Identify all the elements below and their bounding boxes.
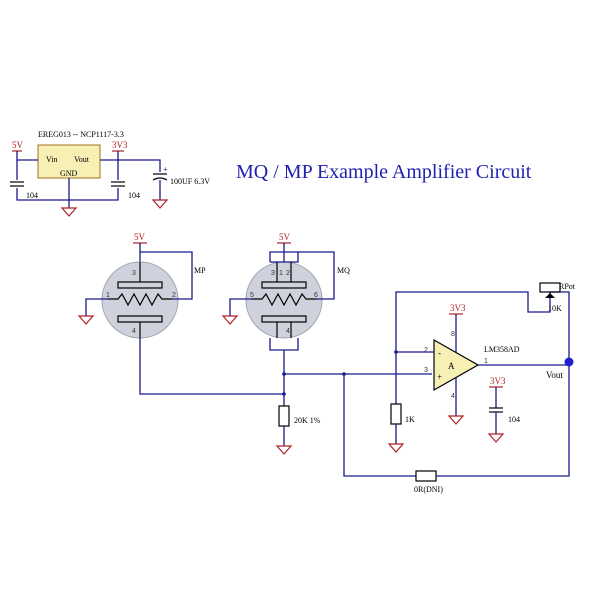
mp-output-wire [139, 338, 284, 395]
mp-sensor-label: MP [194, 266, 206, 275]
opamp-stage: A - + LM358AD 2 3 1 8 4 3V3 1K RPot 10K … [387, 282, 576, 453]
bypass-right-wire [436, 362, 570, 477]
opamp-noninverting-sign: + [437, 372, 442, 382]
opamp-part-label: LM358AD [484, 345, 520, 354]
bulk-cap-polarity: + [163, 165, 168, 174]
page-title: MQ / MP Example Amplifier Circuit [236, 161, 532, 183]
mq-heater-coil [252, 292, 316, 307]
opamp-pin-1: 1 [484, 358, 488, 365]
opamp-unit-label: A [448, 361, 455, 371]
mp-pin-3: 3 [132, 270, 136, 277]
input-cap-value: 104 [26, 191, 38, 200]
mq-pin-2: 2 [286, 270, 290, 277]
feedback-pot-wiper [545, 293, 555, 298]
signal-network: 20K 1% 0R(DNI) [139, 338, 570, 494]
mp-rail-label: 5V [134, 232, 146, 242]
mp-heater-gnd-wire [85, 298, 108, 316]
bypass-left-wire [343, 374, 416, 477]
load-resistor-value: 20K 1% [294, 416, 321, 425]
mp-heater-coil [108, 292, 172, 307]
regulator-part-label: EREG013 -- NCP1117-3.3 [38, 130, 124, 139]
opamp-rail-label: 3V3 [450, 303, 466, 313]
feedback-pot-name: RPot [559, 282, 576, 291]
regulator-vout-pin: Vout [74, 155, 90, 164]
mp-pin-4: 4 [132, 328, 136, 335]
decoupling-rail-label: 3V3 [490, 376, 506, 386]
bypass-resistor-value: 0R(DNI) [414, 485, 443, 494]
opamp-pin-3: 3 [424, 367, 428, 374]
ground-resistor-value: 1K [405, 415, 415, 424]
mq-pin-3: 3 [271, 270, 275, 277]
opamp-body [433, 338, 480, 392]
regulator-gnd-pin: GND [60, 169, 78, 178]
bulk-cap-value: 100UF 6.3V [170, 177, 210, 186]
opamp-inverting-sign: - [438, 348, 441, 358]
regulator-input-wire [16, 151, 38, 161]
mp-sensor: 5V 3 1 2 4 MP [77, 232, 206, 339]
mq-sensor-body [245, 261, 323, 339]
mq-pin-1: 1 [279, 270, 283, 277]
bypass-resistor [415, 470, 437, 482]
bulk-cap-wire [118, 159, 161, 172]
ground-symbol [221, 315, 239, 325]
bulk-cap-plate-b [152, 177, 168, 181]
output-node [564, 357, 574, 367]
regulator-output-rail-label: 3V3 [112, 140, 128, 150]
output-cap-value: 104 [128, 191, 140, 200]
mq-pin-6: 6 [314, 292, 318, 299]
regulator-vin-pin: Vin [46, 155, 58, 164]
mp-pin-2: 2 [172, 292, 176, 299]
ground-symbol [487, 433, 505, 443]
feedback-loop-wire [395, 291, 570, 362]
ground-symbol [387, 443, 405, 453]
ground-symbol [447, 415, 465, 425]
mq-pin-5: 5 [250, 292, 254, 299]
regulator-gnd-bus [16, 188, 119, 201]
load-resistor [278, 405, 290, 427]
mq-rail-label: 5V [279, 232, 291, 242]
feedback-pot-value: 10K [548, 304, 562, 313]
feedback-pot [539, 282, 561, 293]
ground-resistor [390, 403, 402, 425]
ground-symbol [275, 445, 293, 455]
mp-pin-1: 1 [106, 292, 110, 299]
output-label: Vout [546, 370, 563, 380]
ground-symbol [151, 199, 169, 209]
mq-heater-plate-bottom [261, 315, 307, 323]
junction-dot [282, 372, 286, 376]
opamp-pin-4: 4 [451, 393, 455, 400]
mq-pin-4: 4 [286, 328, 290, 335]
mq-heater-supply-wire [269, 251, 335, 300]
ground-symbol [60, 207, 78, 217]
regulator-output-wire [100, 159, 119, 180]
mq-sensor: 5V 1 2 3 5 6 4 MQ [221, 232, 350, 351]
inverting-input-wire [395, 351, 434, 404]
mq-heater-plate-top [261, 281, 307, 289]
mq-bottom-pins-wire [269, 338, 299, 351]
opamp-pin-8: 8 [451, 331, 455, 338]
ground-symbol [77, 315, 95, 325]
opamp-pin-2: 2 [424, 347, 428, 354]
voltage-regulator: EREG013 -- NCP1117-3.3 Vin Vout GND 5V 3… [10, 130, 210, 217]
decoupling-cap-value: 104 [508, 415, 520, 424]
junction-dot [282, 392, 286, 396]
regulator-body [37, 144, 101, 179]
mq-sensor-label: MQ [337, 266, 350, 275]
mp-heater-supply-wire [140, 251, 193, 300]
mq-heater-gnd-wire [229, 298, 252, 316]
mq-top-pins-wire [270, 252, 299, 263]
regulator-input-rail-label: 5V [12, 140, 24, 150]
